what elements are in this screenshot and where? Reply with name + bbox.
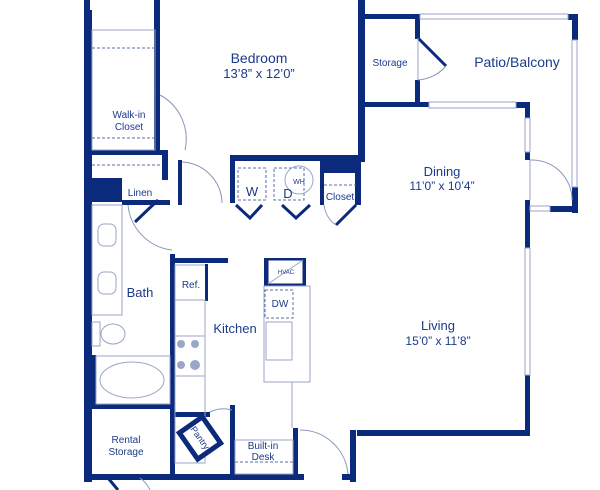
- living-size: 15’0” x 11’8”: [405, 334, 470, 348]
- rental-storage-label: Rental: [112, 435, 141, 446]
- window: [524, 247, 531, 376]
- desk-label-2: Desk: [252, 452, 276, 463]
- window: [571, 39, 578, 188]
- bedroom-label: Bedroom: [231, 50, 288, 66]
- window: [419, 13, 569, 20]
- patio-label: Patio/Balcony: [474, 54, 560, 70]
- sink: [97, 271, 117, 295]
- toilet-tank: [91, 321, 101, 347]
- fixtures: [91, 29, 356, 475]
- closet-label: Closet: [326, 192, 355, 203]
- doors: [106, 36, 573, 490]
- kitchen-label: Kitchen: [213, 321, 256, 336]
- bathtub: [99, 361, 165, 399]
- rental-storage-label-2: Storage: [108, 447, 143, 458]
- walkin-closet-label-2: Closet: [115, 122, 144, 133]
- walls: [84, 0, 578, 482]
- window: [428, 101, 517, 109]
- hvac-label: HVAC: [278, 270, 295, 276]
- bath-label: Bath: [127, 285, 154, 300]
- room-labels: Bedroom 13’8” x 12’0” Storage Patio/Balc…: [108, 50, 559, 463]
- sink: [97, 223, 117, 247]
- window: [524, 117, 531, 153]
- bedroom-size: 13’8” x 12’0”: [223, 66, 295, 81]
- storage-label: Storage: [372, 58, 407, 69]
- toilet: [100, 323, 126, 345]
- dining-label: Dining: [424, 164, 461, 179]
- water-heater-label: WH: [293, 179, 305, 186]
- window: [529, 205, 551, 212]
- walkin-closet-label: Walk-in: [113, 110, 146, 121]
- ref-label: Ref.: [182, 280, 200, 291]
- dw-label: DW: [272, 299, 289, 310]
- washer-label: W: [246, 184, 259, 199]
- dining-size: 11’0” x 10’4”: [409, 179, 474, 193]
- desk-label: Built-in: [248, 441, 279, 452]
- linen-label: Linen: [128, 188, 152, 199]
- living-label: Living: [421, 318, 455, 333]
- dryer-label: D: [283, 186, 292, 201]
